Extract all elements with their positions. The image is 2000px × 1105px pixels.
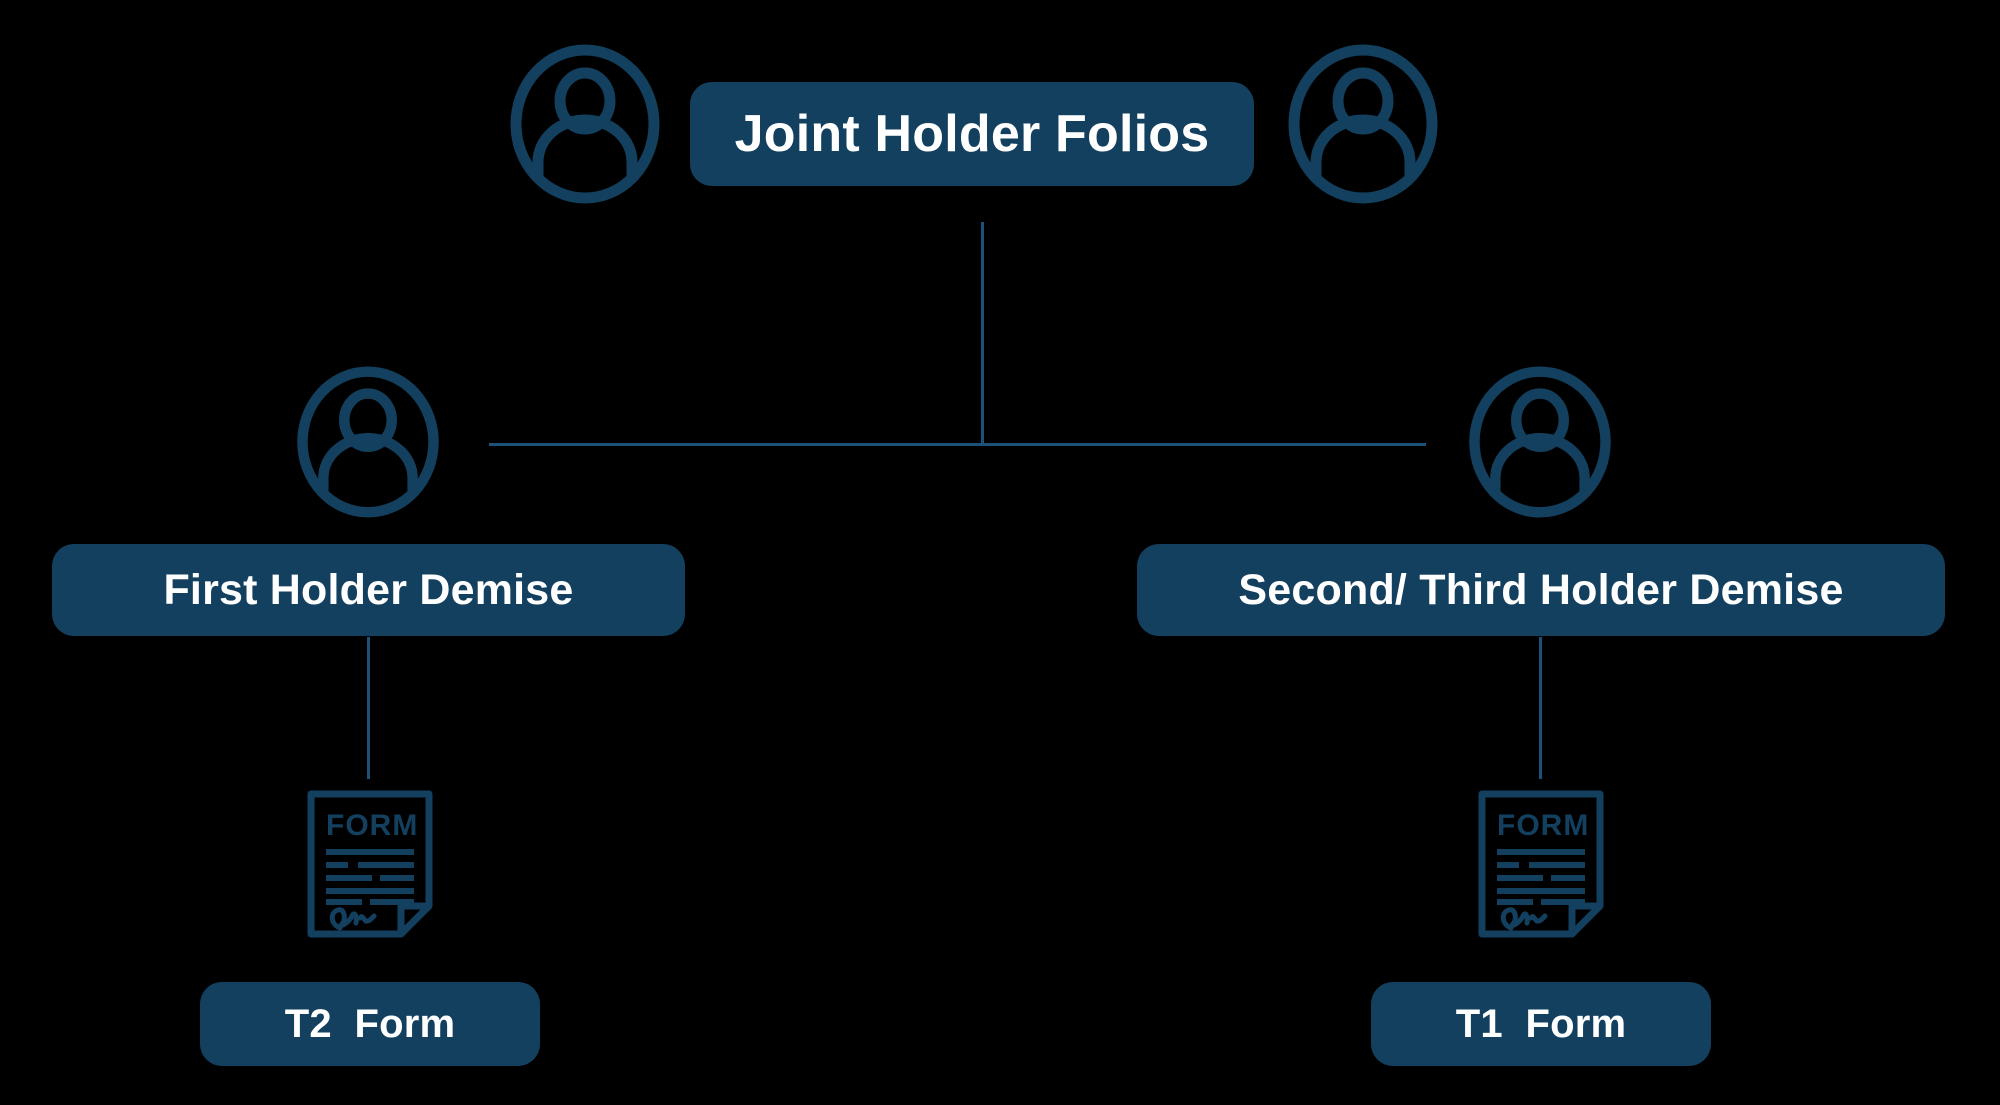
connector-right-branch-to-form: [1539, 637, 1542, 779]
node-joint-holder-folios-label: Joint Holder Folios: [734, 105, 1210, 163]
form-document-icon-left: FORM: [300, 788, 440, 940]
svg-text:FORM: FORM: [326, 809, 418, 842]
svg-text:FORM: FORM: [1497, 809, 1589, 842]
node-t1-form-label: T1 Form: [1455, 1002, 1627, 1046]
node-first-holder-demise-label: First Holder Demise: [163, 565, 574, 614]
node-first-holder-demise[interactable]: First Holder Demise: [52, 544, 685, 636]
node-second-third-holder-demise[interactable]: Second/ Third Holder Demise: [1137, 544, 1945, 636]
node-t2-form[interactable]: T2 Form: [200, 982, 540, 1066]
person-icon-root-left: [505, 44, 665, 204]
node-t2-form-label: T2 Form: [284, 1002, 456, 1046]
person-icon-first-holder: [292, 366, 444, 518]
person-icon-second-third-holder: [1464, 366, 1616, 518]
connector-root-to-split: [981, 222, 984, 446]
node-t1-form[interactable]: T1 Form: [1371, 982, 1711, 1066]
connector-left-branch-to-form: [367, 637, 370, 779]
form-document-icon-right: FORM: [1471, 788, 1611, 940]
node-joint-holder-folios[interactable]: Joint Holder Folios: [690, 82, 1254, 186]
node-second-third-holder-demise-label: Second/ Third Holder Demise: [1238, 565, 1844, 614]
person-icon-root-right: [1283, 44, 1443, 204]
connector-split-horizontal: [489, 443, 1426, 446]
